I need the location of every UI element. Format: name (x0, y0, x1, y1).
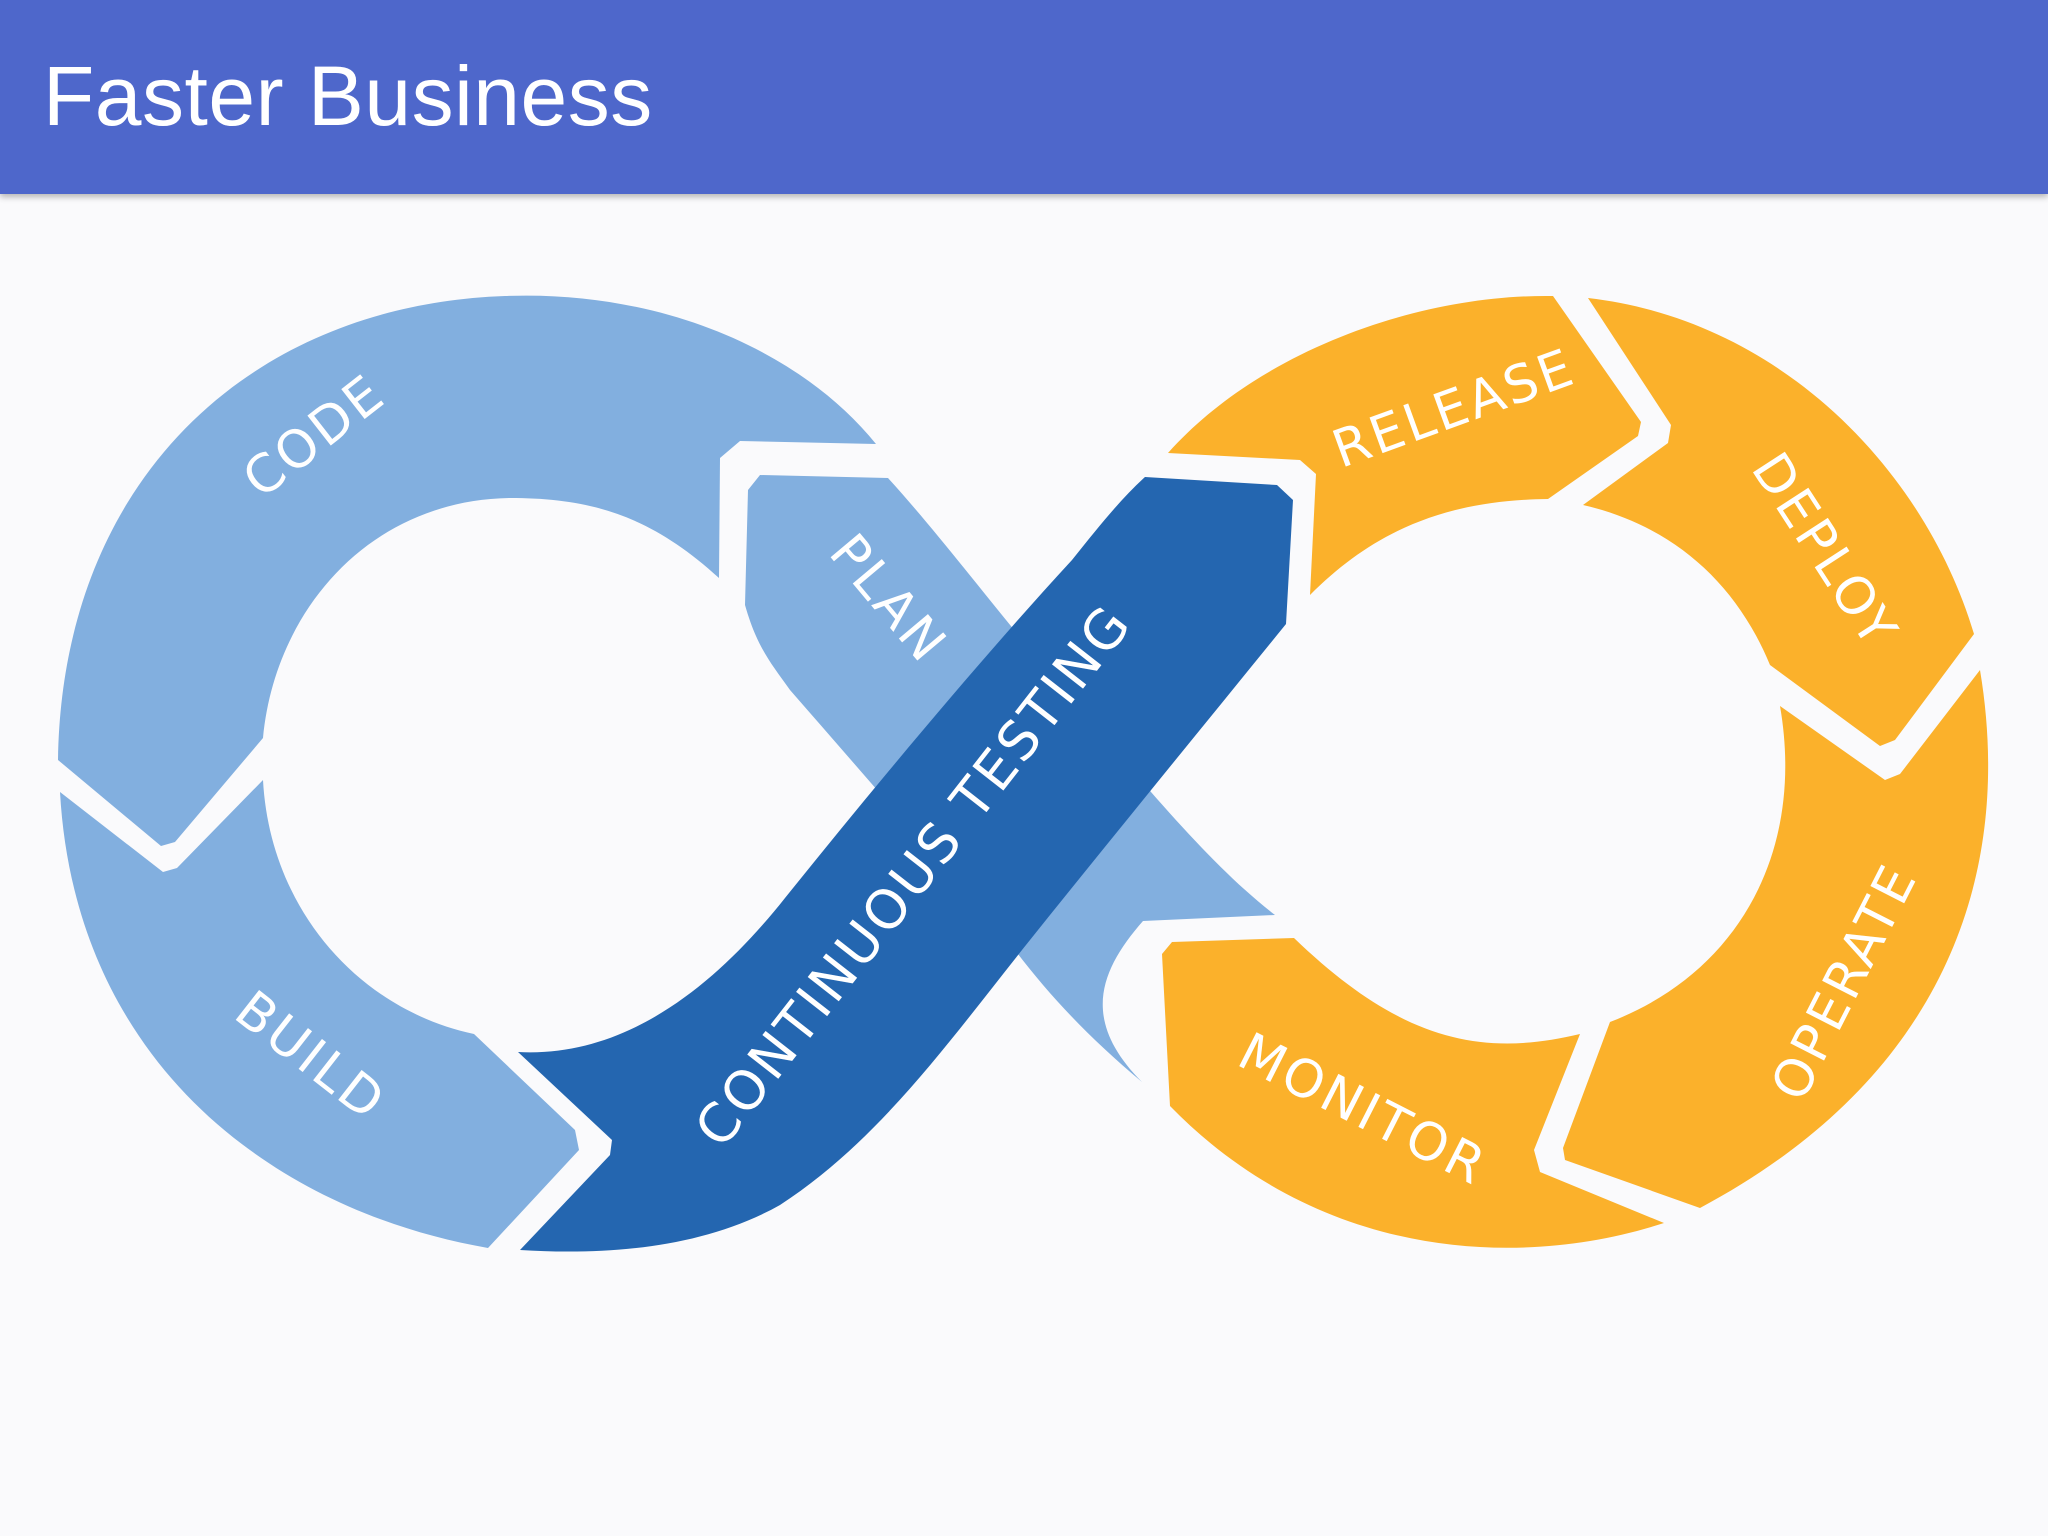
page-title: Faster Business (43, 49, 653, 143)
code-segment (58, 295, 876, 846)
build-segment (60, 780, 579, 1248)
devops-infinity-diagram: CODE PLAN BUILD RELEASE DEPLOY OPERATE M… (0, 194, 2048, 1536)
continuous-testing-band (518, 477, 1293, 1252)
operate-segment (1563, 670, 1989, 1208)
monitor-segment (1162, 938, 1664, 1248)
deploy-segment (1583, 298, 1974, 746)
release-segment (1168, 295, 1641, 595)
header-bar: Faster Business (0, 0, 2048, 194)
